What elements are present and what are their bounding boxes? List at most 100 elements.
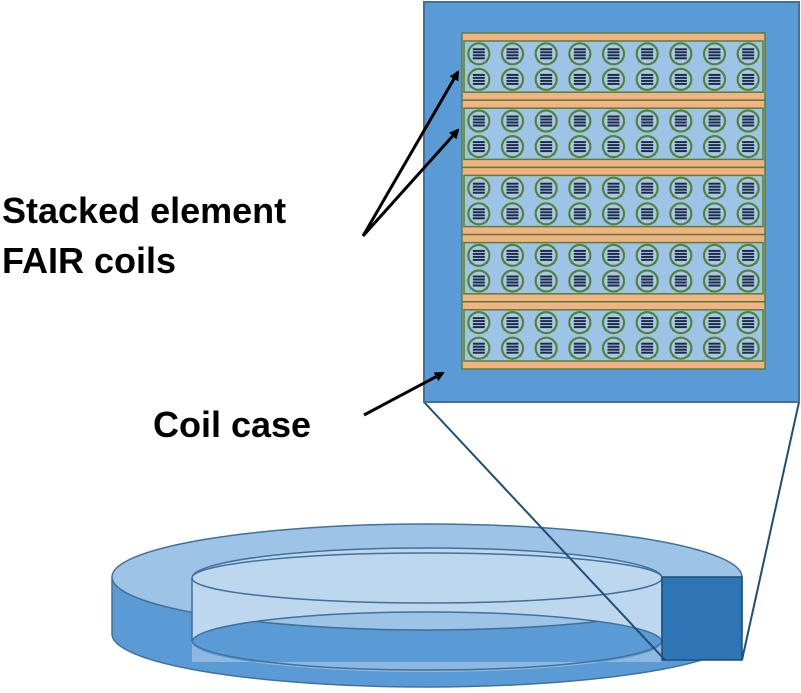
conductor-strand xyxy=(540,57,553,60)
conductor-ring xyxy=(635,202,659,226)
conductor-strand xyxy=(573,48,586,51)
conductor-strand xyxy=(742,115,755,118)
conductor-strand xyxy=(472,115,485,118)
conductor-strand xyxy=(472,57,485,60)
conductor-strand xyxy=(607,275,620,278)
conductor-strand xyxy=(708,57,721,60)
conductor-strand xyxy=(742,54,755,57)
conductor-strand xyxy=(472,351,485,354)
conductor-strand xyxy=(708,79,721,82)
conductor-ring xyxy=(534,311,558,335)
conductor-strand xyxy=(674,48,687,51)
conductor-strand xyxy=(472,147,485,150)
conductor-strand xyxy=(540,252,553,255)
conductor-strand xyxy=(506,249,519,252)
conductor-strand xyxy=(641,351,654,354)
conductor-strand xyxy=(674,79,687,82)
conductor-strand xyxy=(641,284,654,287)
conductor-strand xyxy=(674,150,687,153)
conductor-strand xyxy=(641,208,654,211)
conductor-strand xyxy=(573,76,586,79)
conductor-ring xyxy=(736,269,760,293)
conductor-strand xyxy=(607,48,620,51)
conductor-ring xyxy=(669,269,693,293)
conductor-ring xyxy=(467,336,491,360)
conductor-strand xyxy=(607,326,620,329)
conductor-strand xyxy=(607,121,620,124)
conductor-strand xyxy=(674,258,687,261)
conductor-ring xyxy=(500,269,525,293)
conductor-ring xyxy=(669,202,693,226)
conductor-strand xyxy=(506,255,519,258)
conductor-ring xyxy=(736,243,760,267)
conductor-ring xyxy=(534,135,558,159)
conductor-strand xyxy=(708,249,721,252)
conductor-strand xyxy=(506,320,519,323)
conductor-strand xyxy=(674,278,687,281)
conductor-strand xyxy=(540,191,553,194)
conductor-strand xyxy=(573,121,586,124)
conductor-strand xyxy=(607,188,620,191)
conductor-strand xyxy=(573,115,586,118)
conductor-strand xyxy=(708,278,721,281)
conductor-ring xyxy=(601,202,626,226)
conductor-ring xyxy=(702,135,727,159)
conductor-strand xyxy=(641,278,654,281)
conductor-strand xyxy=(573,79,586,82)
conductor-ring xyxy=(702,42,727,66)
conductor-strand xyxy=(472,185,485,188)
conductor-strand xyxy=(708,320,721,323)
conductor-strand xyxy=(472,124,485,127)
conductor-strand xyxy=(607,317,620,320)
conductor-strand xyxy=(708,351,721,354)
conductor-strand xyxy=(506,182,519,185)
conductor-strand xyxy=(573,73,586,76)
conductor-strand xyxy=(674,281,687,284)
conductor-strand xyxy=(540,323,553,326)
conductor-strand xyxy=(573,211,586,214)
conductor-strand xyxy=(506,281,519,284)
conductor-strand xyxy=(573,124,586,127)
conductor-strand xyxy=(472,118,485,121)
conductor-strand xyxy=(607,351,620,354)
conductor-strand xyxy=(540,275,553,278)
conductor-strand xyxy=(641,79,654,82)
conductor-strand xyxy=(472,182,485,185)
conductor-strand xyxy=(742,121,755,124)
conductor-ring xyxy=(635,311,659,335)
conductor-strand xyxy=(674,255,687,258)
conductor-strand xyxy=(674,351,687,354)
conductor-ring xyxy=(635,109,659,133)
conductor-strand xyxy=(607,124,620,127)
conductor-strand xyxy=(607,211,620,214)
conductor-strand xyxy=(708,115,721,118)
conductor-strand xyxy=(472,144,485,147)
conductor-strand xyxy=(540,115,553,118)
conductor-strand xyxy=(506,144,519,147)
conductor-ring xyxy=(635,67,659,92)
conductor-strand xyxy=(674,51,687,54)
conductor-strand xyxy=(506,57,519,60)
conductor-strand xyxy=(607,141,620,144)
conductor-ring xyxy=(669,135,693,159)
conductor-ring xyxy=(669,336,693,360)
conductor-strand xyxy=(742,320,755,323)
conductor-strand xyxy=(607,252,620,255)
conductor-strand xyxy=(573,284,586,287)
conductor-ring xyxy=(534,109,558,133)
conductor-strand xyxy=(573,345,586,348)
conductor-strand xyxy=(540,342,553,345)
conductor-strand xyxy=(540,281,553,284)
conductor-ring xyxy=(601,109,626,133)
conductor-strand xyxy=(573,348,586,351)
conductor-strand xyxy=(540,188,553,191)
conductor-strand xyxy=(506,208,519,211)
conductor-strand xyxy=(607,258,620,261)
conductor-strand xyxy=(708,118,721,121)
conductor-strand xyxy=(540,76,553,79)
conductor-strand xyxy=(540,141,553,144)
conductor-ring xyxy=(467,135,491,159)
conductor-ring xyxy=(702,176,727,200)
conductor-strand xyxy=(641,348,654,351)
conductor-strand xyxy=(708,73,721,76)
